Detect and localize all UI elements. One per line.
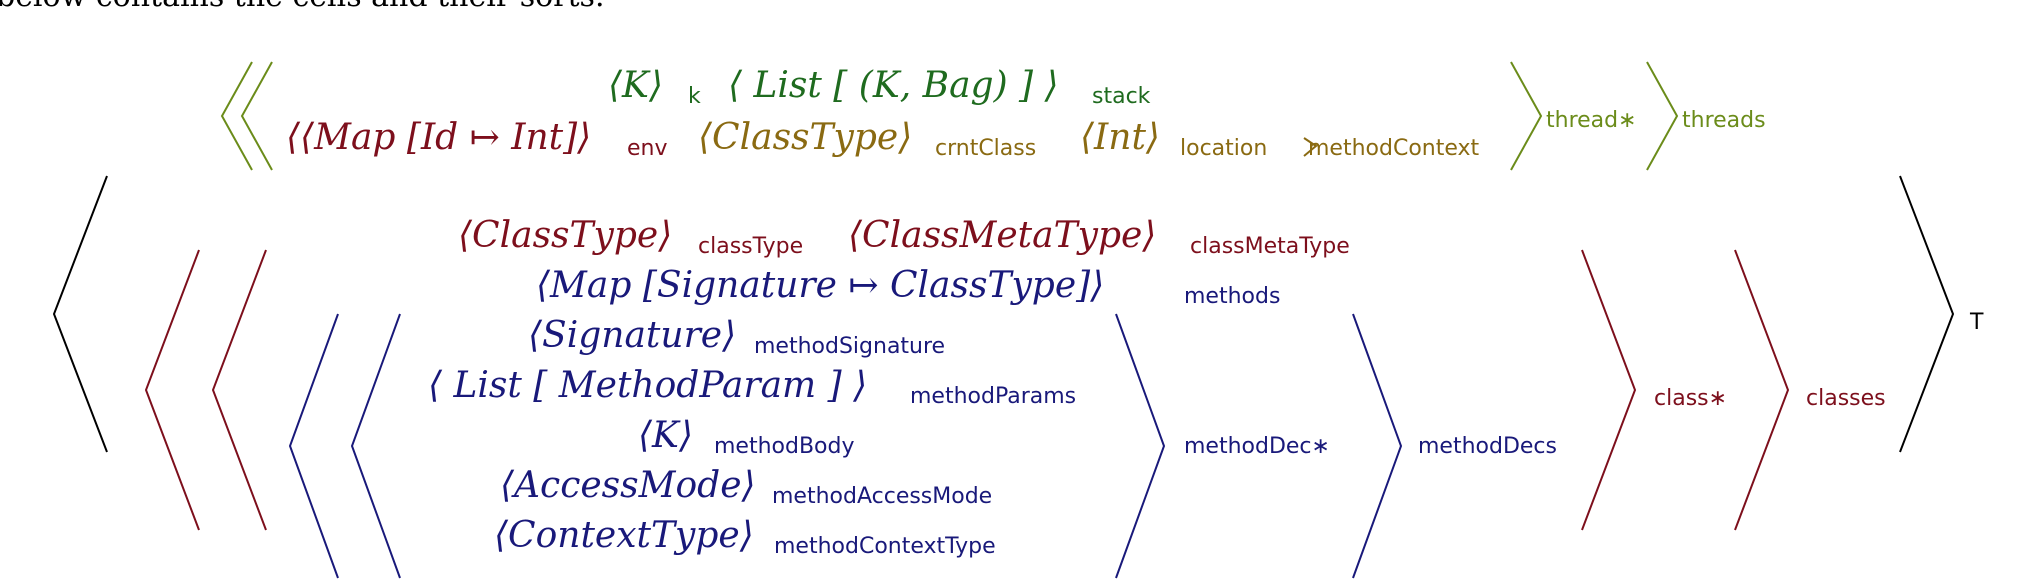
method-dec-right-bracket (1115, 313, 1166, 579)
class-meta-type-label: classMetaType (1190, 234, 1350, 259)
k-cell: ⟨K⟩ (608, 65, 663, 106)
k-cell-label: k (688, 84, 701, 109)
method-decs-left-bracket (288, 313, 339, 579)
method-params-cell: ⟨ List [ MethodParam ] ⟩ (428, 365, 868, 406)
signature-cell: ⟨Signature⟩ (528, 315, 737, 356)
method-dec-left-bracket (350, 313, 401, 579)
method-body-label: methodBody (714, 434, 855, 459)
class-type-cell: ⟨ClassType⟩ (458, 215, 673, 256)
top-right-bracket (1899, 175, 1955, 453)
class-right-bracket (1581, 249, 1637, 531)
threads-label: threads (1682, 108, 1766, 133)
method-dec-label: methodDec∗ (1184, 434, 1330, 459)
classes-label: classes (1806, 386, 1886, 411)
thread-left-bracket (240, 61, 273, 171)
methods-label: methods (1184, 284, 1281, 309)
class-label: class∗ (1654, 386, 1728, 411)
threads-left-bracket (220, 61, 253, 171)
stack-cell: ⟨ List [ (K, Bag) ] ⟩ (728, 65, 1059, 106)
env-cell: ⟨⟨Map [Id ↦ Int]⟩ (286, 117, 592, 158)
stack-cell-label: stack (1092, 84, 1151, 109)
intro-text: below contains the cells and their sorts… (0, 0, 604, 12)
method-params-label: methodParams (910, 384, 1077, 409)
class-meta-type-cell: ⟨ClassMetaType⟩ (848, 215, 1157, 256)
classes-left-bracket (144, 249, 200, 531)
threads-right-bracket (1646, 61, 1679, 171)
thread-right-bracket (1510, 61, 1543, 171)
method-context-type-label: methodContextType (774, 534, 996, 559)
method-decs-label: methodDecs (1418, 434, 1557, 459)
method-context-right-bracket (1303, 137, 1318, 157)
class-left-bracket (211, 249, 267, 531)
method-body-cell: ⟨K⟩ (638, 415, 693, 456)
crnt-class-label: crntClass (935, 136, 1037, 161)
crnt-class-cell: ⟨ClassType⟩ (698, 117, 913, 158)
context-type-cell: ⟨ContextType⟩ (494, 515, 754, 556)
top-left-bracket (52, 175, 108, 453)
location-cell: ⟨Int⟩ (1080, 117, 1160, 158)
class-type-label: classType (698, 234, 804, 259)
method-signature-label: methodSignature (754, 334, 946, 359)
classes-right-bracket (1734, 249, 1790, 531)
method-context-label: methodContext (1308, 136, 1480, 161)
method-access-mode-label: methodAccessMode (772, 484, 993, 509)
top-cell-label: T (1970, 310, 1984, 335)
access-mode-cell: ⟨AccessMode⟩ (500, 465, 756, 506)
location-label: location (1180, 136, 1268, 161)
thread-label: thread∗ (1546, 108, 1637, 133)
method-decs-right-bracket (1352, 313, 1403, 579)
methods-cell: ⟨Map [Signature ↦ ClassType]⟩ (536, 265, 1105, 306)
env-cell-label: env (627, 136, 668, 161)
